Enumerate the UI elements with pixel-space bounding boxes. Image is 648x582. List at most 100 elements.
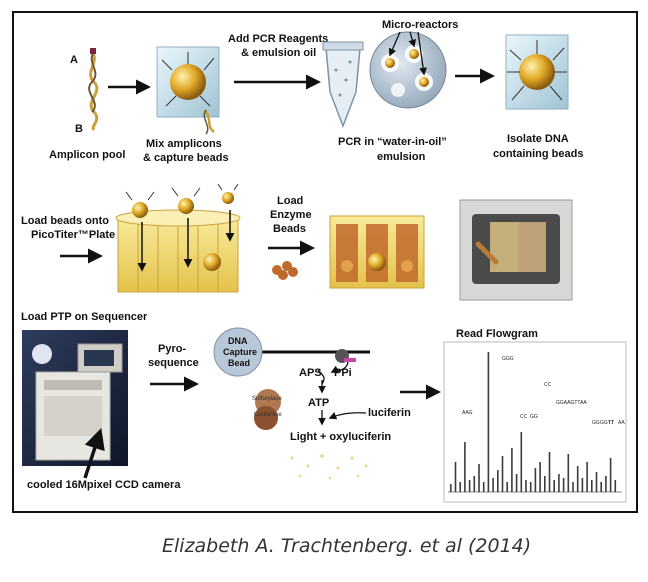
stage-sequencing: Load PTP on Sequencer cooled 16Mpixel CC… xyxy=(21,311,627,503)
pyro-label-line2: sequence xyxy=(148,357,199,369)
flowgram-bar xyxy=(548,452,551,492)
flowgram-bar xyxy=(529,482,532,492)
light-label: Light + oxyluciferin xyxy=(290,431,391,443)
stage-picotiter-loading: Load beads onto PicoTiter™Plate Load Enz… xyxy=(21,183,573,301)
bead-label-line3: Bead xyxy=(228,358,250,368)
luciferase-enzyme xyxy=(254,406,278,430)
filled-wells-image xyxy=(329,215,425,289)
flowgram-peak-label: GG xyxy=(530,414,538,420)
pcr-tube-image xyxy=(322,41,364,129)
flowgram-bar xyxy=(576,466,579,492)
picotiter-plate-image xyxy=(115,183,241,293)
picotiter-plate-photo xyxy=(459,199,573,301)
flowgram-peak-label: GGTT xyxy=(600,420,614,426)
flowgram-peak-label: GG xyxy=(592,420,600,426)
flowgram-bar xyxy=(501,456,504,492)
flowgram-bar xyxy=(586,462,588,492)
flowgram-bar xyxy=(605,476,607,492)
pointer-reactor-3 xyxy=(417,31,427,76)
flowgram-peak-label: CC xyxy=(520,414,528,420)
flowgram-bar xyxy=(595,472,598,492)
pcr-label-line2: emulsion xyxy=(377,151,426,163)
flowgram-peak-label: GGAAGTTAA xyxy=(556,400,587,406)
flowgram-bar xyxy=(515,474,518,492)
flowgram-bar xyxy=(468,480,471,492)
flowgram-peak-label: AAG xyxy=(462,410,473,416)
camera-label: cooled 16Mpixel CCD camera xyxy=(27,479,181,491)
flowgram-bar xyxy=(511,448,513,492)
enzyme-label-line3: Beads xyxy=(273,223,306,235)
flowgram-bar xyxy=(525,480,527,492)
sequencer-photo xyxy=(22,330,128,466)
flowgram-bar xyxy=(520,432,523,492)
isolate-label-line1: Isolate DNA xyxy=(507,133,569,145)
pyrosequencing-reaction: DNA Capture Bead Sulfurylase Luciferase … xyxy=(213,327,411,480)
flowgram-bar xyxy=(534,468,537,492)
pcr-label-line1: PCR in “water-in-oil” xyxy=(338,136,447,148)
flowgram-title: Read Flowgram xyxy=(456,328,538,340)
flowgram-bar xyxy=(454,462,457,492)
pyro-label-line1: Pyro- xyxy=(158,343,186,355)
load-beads-label-line2: PicoTiter™Plate xyxy=(31,229,115,241)
bead-label-line1: DNA xyxy=(228,336,248,346)
flowgram-bar xyxy=(600,482,602,492)
flowgram-bar xyxy=(473,476,476,492)
flowgram-bar xyxy=(459,482,461,492)
enzyme-label-line1: Load xyxy=(277,195,303,207)
micro-reactor-droplet xyxy=(369,31,447,109)
bead-label-line2: Capture xyxy=(223,347,257,357)
flowgram-bar xyxy=(544,476,546,492)
luciferase-label: Luciferase xyxy=(254,412,282,418)
amplicon-pool-label: Amplicon pool xyxy=(49,149,125,161)
strand-label-b: B xyxy=(75,123,83,135)
flowgram-bar xyxy=(539,462,541,492)
flowgram-peak-label: TT xyxy=(608,420,614,426)
luciferin-arrow xyxy=(328,412,367,420)
flowgram-bar xyxy=(562,478,565,492)
atp-label: ATP xyxy=(308,397,329,409)
dna-capture-bead xyxy=(213,327,263,377)
reagents-label-line1: Add PCR Reagents xyxy=(228,33,328,45)
load-ptp-label: Load PTP on Sequencer xyxy=(21,311,148,323)
stage-emulsion-pcr: A B Amplicon pool Mix amplicons & captur… xyxy=(49,19,583,164)
flowgram-bar xyxy=(478,464,480,492)
flowgram-bar xyxy=(492,478,494,492)
load-beads-label-line1: Load beads onto xyxy=(21,215,109,227)
ppi-release-arrow xyxy=(330,361,349,373)
flowgram-bar xyxy=(581,478,584,492)
mix-label-line1: Mix amplicons xyxy=(146,138,222,150)
flowgram-bars xyxy=(450,352,617,492)
enzyme-label-line2: Enzyme xyxy=(270,209,312,221)
mix-label-line2: & capture beads xyxy=(143,152,229,164)
arrow-camera xyxy=(83,428,105,479)
micro-reactors-label: Micro-reactors xyxy=(382,19,458,31)
reagents-label-line2: & emulsion oil xyxy=(241,47,316,59)
light-glow-dots xyxy=(290,454,368,480)
aps-label: APS xyxy=(299,367,322,379)
flowgram-peak-label: AA xyxy=(618,420,625,426)
aps-merge-arrow xyxy=(317,369,325,385)
flowgram-bar xyxy=(609,458,612,492)
flowgram-bar xyxy=(464,442,466,492)
amplicon-strand xyxy=(88,48,99,132)
flowgram-peak-label: GGG xyxy=(502,356,514,362)
enzyme-beads-cluster xyxy=(272,261,298,280)
flowgram-bar xyxy=(572,482,574,492)
flowgram-bar xyxy=(506,482,508,492)
isolated-bead-image xyxy=(505,34,569,110)
citation-caption: Elizabeth A. Trachtenberg. et al (2014) xyxy=(162,535,531,557)
sulfurylase-label: Sulfurylase xyxy=(252,396,282,402)
luciferin-label: luciferin xyxy=(368,407,411,419)
capture-bead-image xyxy=(156,46,220,135)
flowgram-bar xyxy=(482,482,485,492)
flowgram-bar xyxy=(553,480,555,492)
strand-label-a: A xyxy=(70,54,78,66)
flowgram-bar xyxy=(567,454,570,492)
flowgram-bar xyxy=(450,484,452,492)
flowgram-bar xyxy=(497,470,499,492)
flowgram-bar xyxy=(487,352,490,492)
flowgram-bar xyxy=(558,474,560,492)
